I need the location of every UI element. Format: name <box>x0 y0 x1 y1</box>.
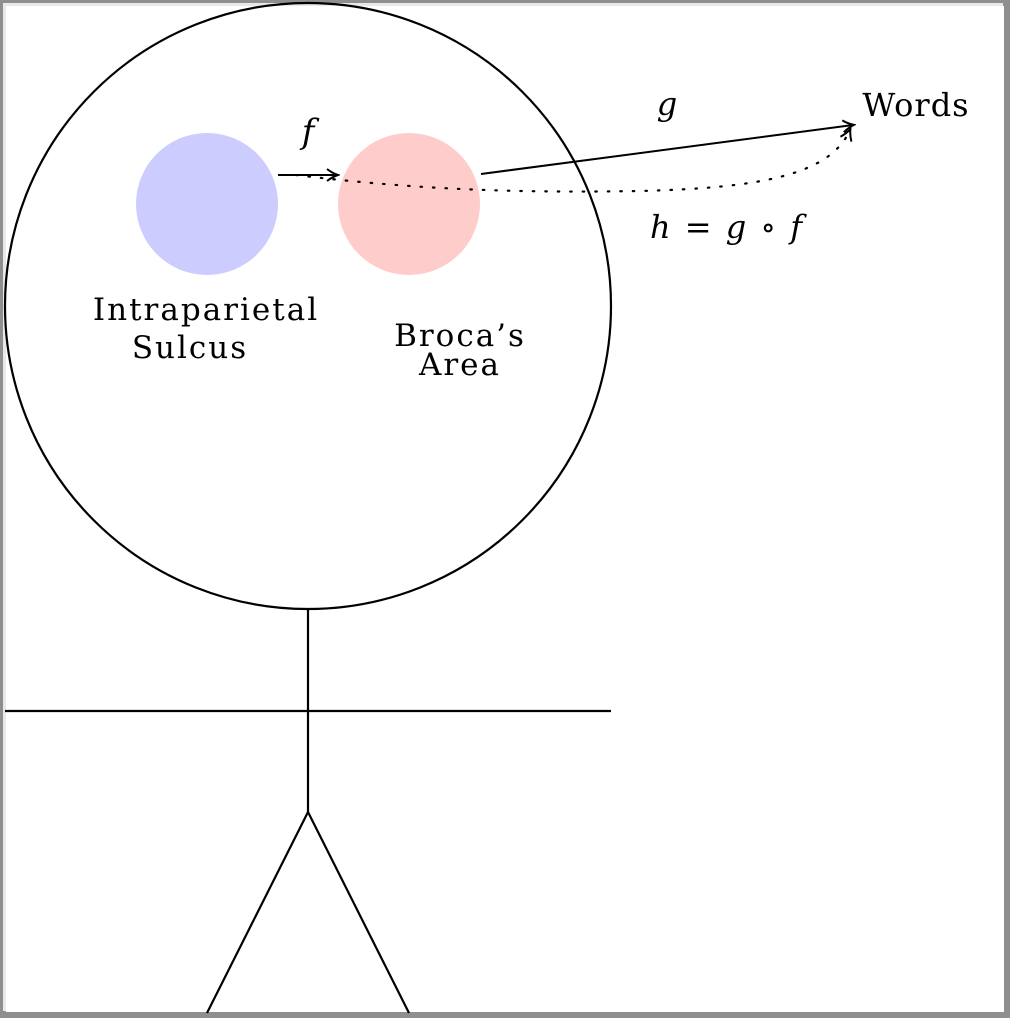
brocas-area-region <box>338 133 480 275</box>
intraparietal-label-line1: Intraparietal <box>93 292 319 328</box>
brocas-label-line2: Area <box>418 347 501 383</box>
intraparietal-sulcus-region <box>136 133 278 275</box>
composition-label: h = g ∘ f <box>650 208 807 246</box>
words-label: Words <box>862 86 969 124</box>
arrow-f-label: f <box>299 112 320 152</box>
intraparietal-label-line2: Sulcus <box>132 330 248 366</box>
brocas-label-line1: Broca’s <box>394 318 526 354</box>
right-leg-line <box>307 811 410 1014</box>
left-leg-line <box>206 811 309 1014</box>
arrow-g-label: g <box>657 85 677 123</box>
arrow-g <box>480 125 853 175</box>
